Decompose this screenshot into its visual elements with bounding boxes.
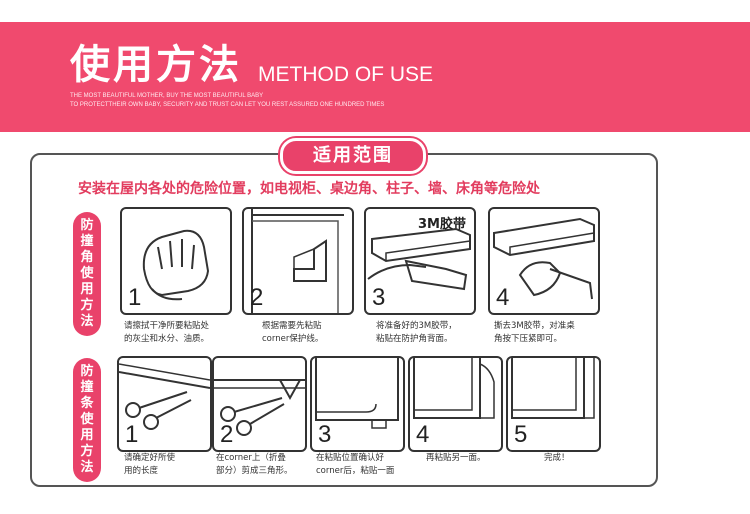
corner-step-1-caption: 请擦拭干净所要粘贴处的灰尘和水分、油质。 [124,321,210,344]
strip-step-1-caption: 请确定好所使用的长度 [124,453,176,476]
banner-small-line-2: TO PROTECTTHEIR OWN BABY, SECURITY AND T… [70,102,385,108]
stick-other-side-illustration [413,358,495,419]
strip-step-2-panel: 2 [212,356,307,452]
strip-step-4-caption: 再粘贴另一面。 [426,453,486,463]
step-number: 2 [250,284,264,311]
banner-title: 使用方法 [70,42,242,88]
header-banner: 使用方法 METHOD OF USE THE MOST BEAUTIFUL MO… [0,22,750,132]
strip-step-1-panel: 1 [117,356,212,452]
strip-step-3-panel: 3 [310,356,405,452]
wipe-hand-illustration [142,229,210,301]
strip-step-4-panel: 4 [408,356,503,452]
corner-step-4-caption: 撕去3M胶带，对准桌角按下压紧即可。 [494,321,575,344]
banner-small-line-1: THE MOST BEAUTIFUL MOTHER, BUY THE MOST … [70,93,264,99]
corner-step-2-panel: 2 [242,207,354,315]
apply-tape-illustration [367,227,471,291]
corner-step-1-panel: 1 [120,207,232,315]
corner-step-4-panel: 4 [488,207,600,315]
strip-step-2-caption: 在corner上（折叠部分）剪成三角形。 [216,453,293,476]
scope-intro: 安装在屋内各处的危险位置，如电视柜、桌边角、柱子、墙、床角等危险处 [78,181,540,197]
scissors-cut-illustration [119,363,210,430]
finished-strip-illustration [511,358,595,419]
step-number: 1 [125,421,139,448]
press-corner-illustration [493,217,595,300]
step-number: 4 [496,284,510,311]
step-number: 3 [318,421,332,448]
edge-strip-tab: 防撞条使用方法 [73,358,101,482]
3m-tape-label: 3M胶带 [418,217,466,232]
strip-step-5-panel: 5 [506,356,601,452]
step-number: 5 [514,421,528,448]
corner-guard-illustration [251,209,344,313]
place-corner-illustration [315,358,399,429]
step-number: 4 [416,421,430,448]
corner-step-3-panel: 3M胶带 3 [364,207,476,315]
step-number: 1 [128,284,142,311]
step-number: 3 [372,284,386,311]
banner-subtitle: METHOD OF USE [258,63,434,86]
corner-guard-tab: 防撞角使用方法 [73,212,101,336]
strip-step-5-caption: 完成！ [544,453,570,463]
corner-step-3-caption: 将准备好的3M胶带，粘贴在防护角背面。 [376,321,457,344]
step-number: 2 [220,421,234,448]
triangle-cut-illustration [214,379,305,436]
scope-title: 适用范围 [280,138,426,174]
